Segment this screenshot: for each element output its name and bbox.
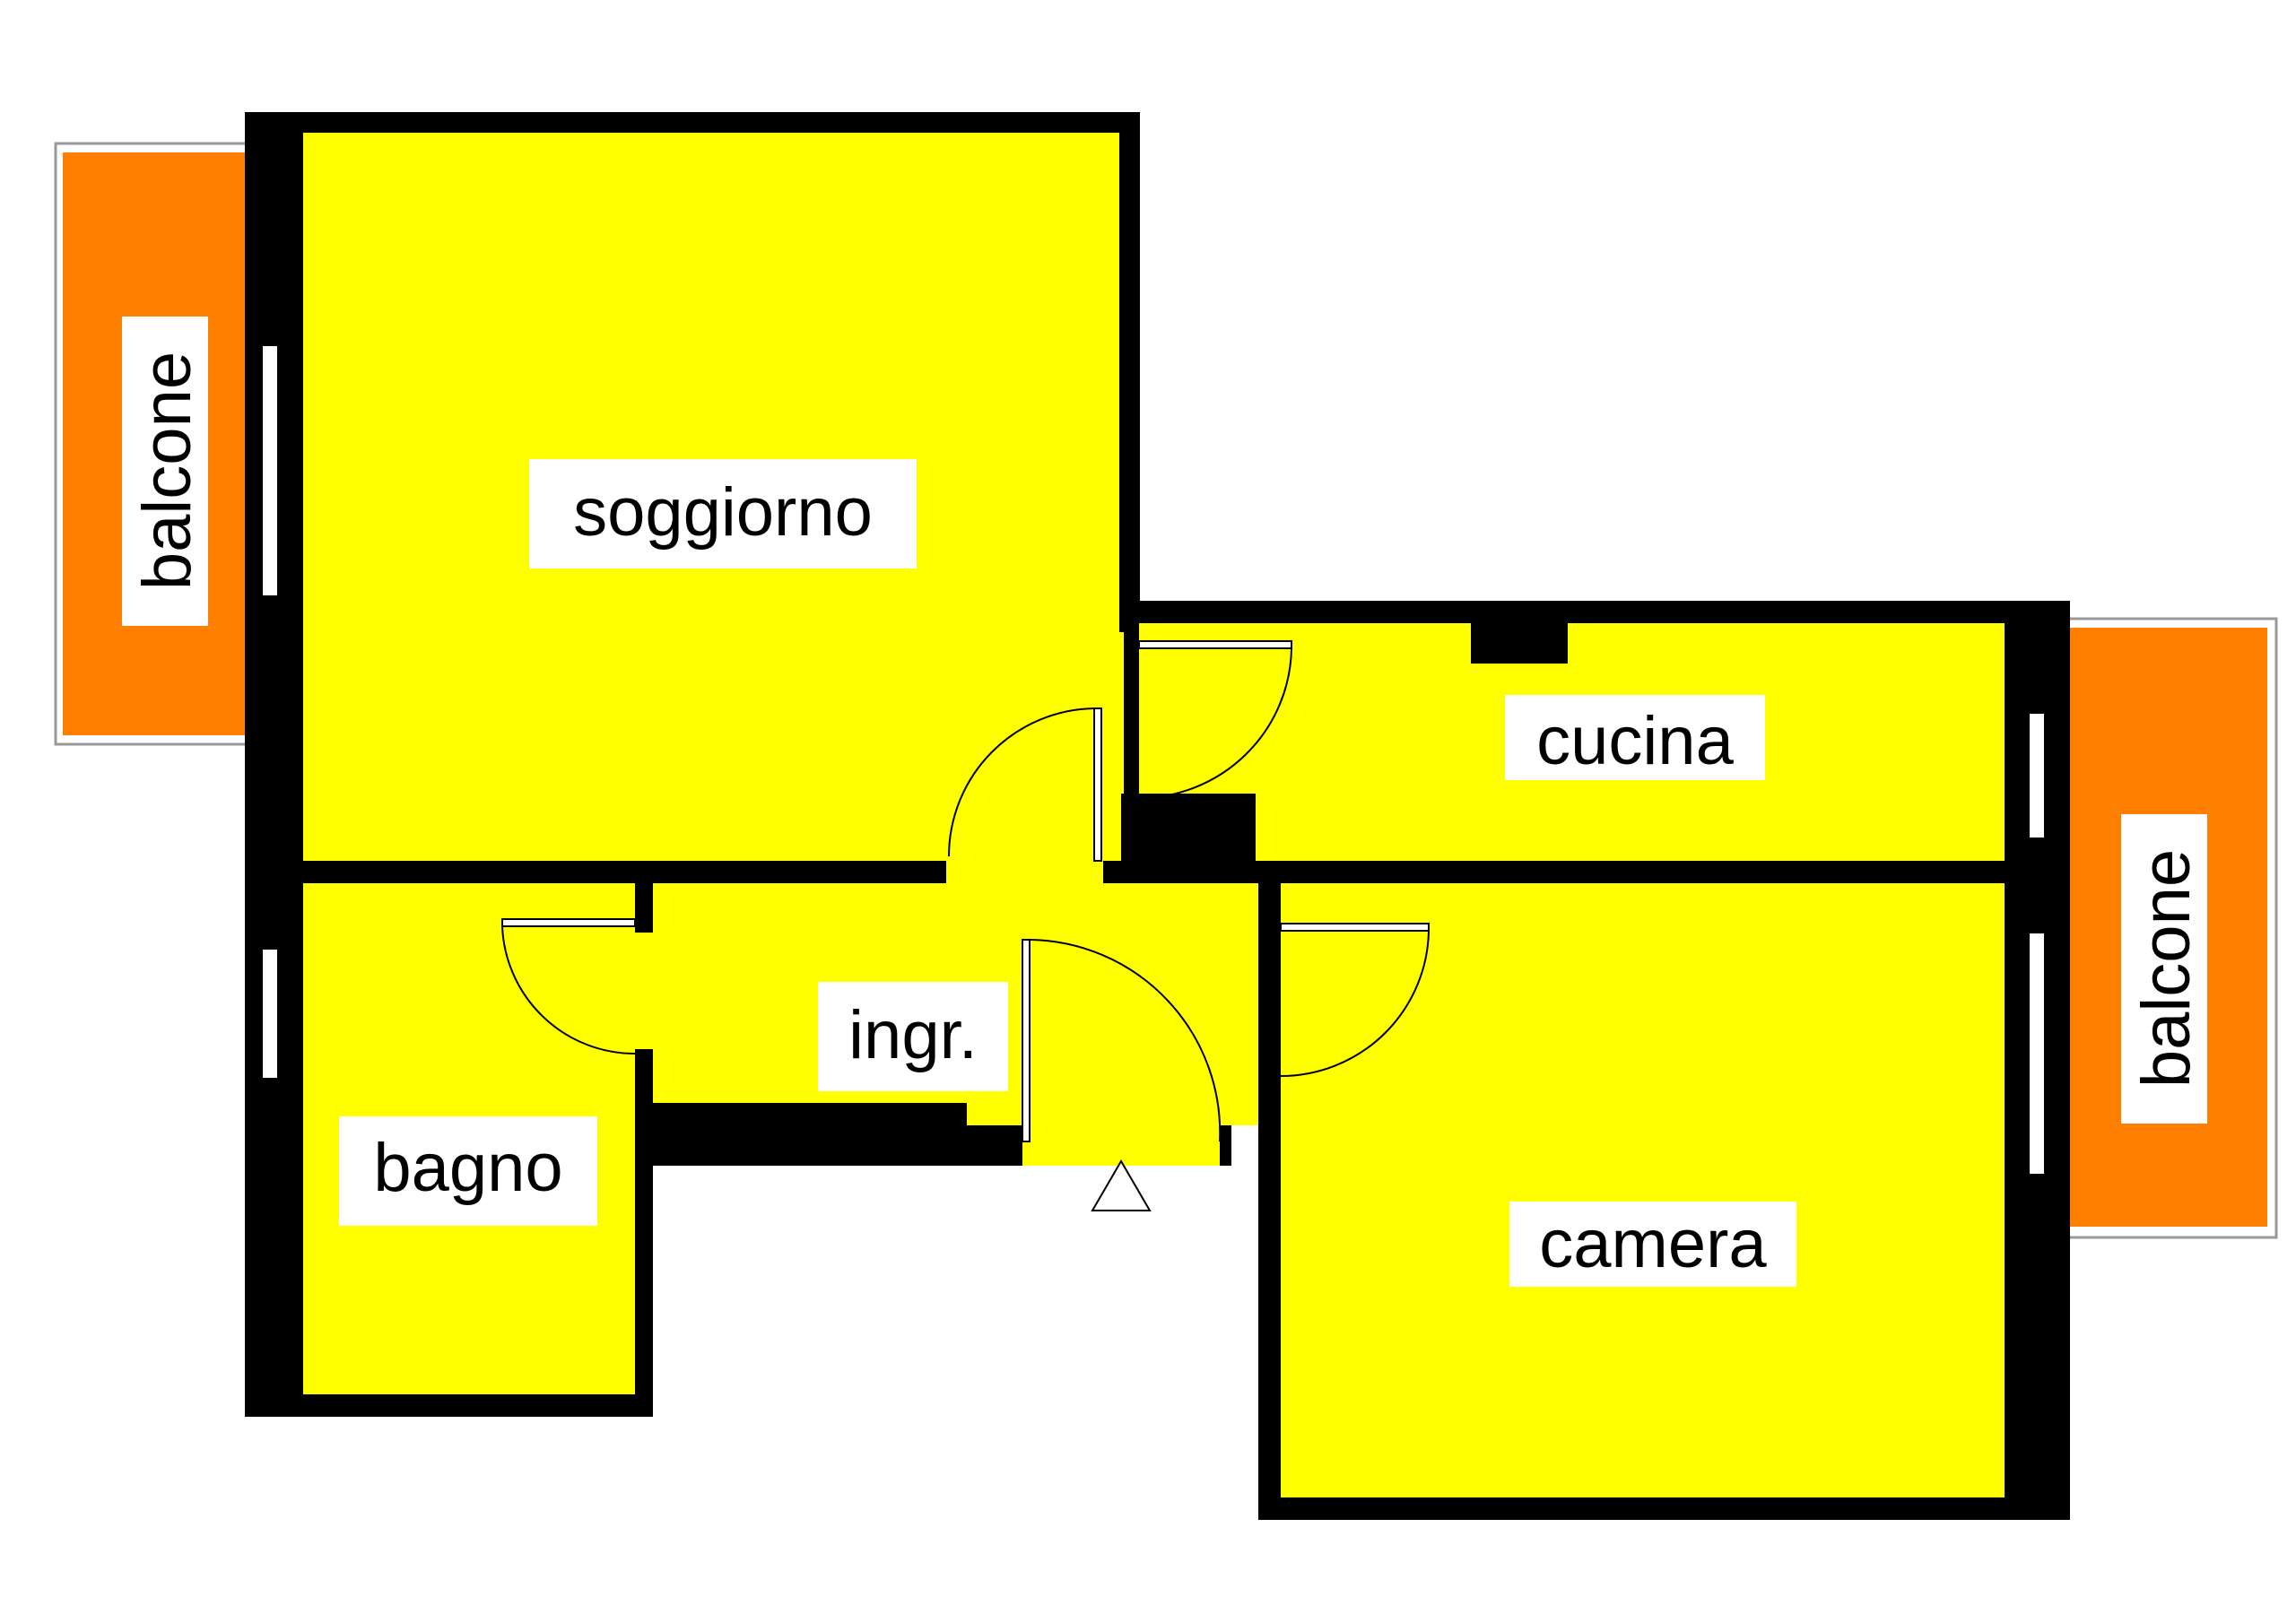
label-bagno: bagno	[339, 1116, 597, 1226]
door-swing-entrance	[1029, 939, 1222, 1142]
window-soggiorno	[261, 344, 279, 597]
label-balcone-left-text: balcone	[129, 352, 205, 590]
door-swing-camera	[1280, 930, 1430, 1077]
door-leaf-camera	[1280, 923, 1430, 932]
room-camera	[1281, 883, 2005, 1497]
room-fills	[303, 133, 2005, 1497]
door-swing-bagno	[501, 925, 636, 1055]
windows	[261, 344, 2046, 1176]
label-bagno-text: bagno	[373, 1130, 562, 1206]
label-balcone-left: balcone	[122, 317, 208, 626]
label-soggiorno: soggiorno	[529, 459, 917, 568]
label-ingresso-text: ingr.	[848, 997, 978, 1073]
label-cucina: cucina	[1505, 695, 1765, 780]
entrance-triangle-icon	[1091, 1159, 1152, 1211]
door-leaf-cucina	[1138, 640, 1292, 649]
cucina-corridor-gap	[1101, 632, 1124, 861]
soggiorno-door-gap	[946, 856, 1103, 888]
label-camera: camera	[1509, 1202, 1796, 1287]
window-camera	[2028, 932, 2046, 1176]
label-soggiorno-text: soggiorno	[573, 474, 873, 551]
label-ingresso: ingr.	[818, 982, 1008, 1091]
door-leaf-entrance	[1022, 939, 1031, 1142]
label-balcone-right: balcone	[2121, 814, 2207, 1124]
doors	[501, 640, 1430, 1142]
label-cucina-text: cucina	[1536, 703, 1734, 779]
window-bagno	[261, 948, 279, 1080]
ingresso-left-niche	[635, 933, 655, 1049]
label-camera-text: camera	[1539, 1206, 1767, 1282]
door-leaf-bagno	[501, 918, 636, 927]
window-cucina	[2028, 712, 2046, 839]
label-balcone-right-text: balcone	[2128, 849, 2205, 1088]
door-swing-soggiorno	[948, 707, 1095, 857]
door-leaf-soggiorno	[1093, 707, 1102, 862]
entrance-gap	[1022, 1116, 1220, 1166]
door-swing-cucina	[1138, 647, 1292, 799]
